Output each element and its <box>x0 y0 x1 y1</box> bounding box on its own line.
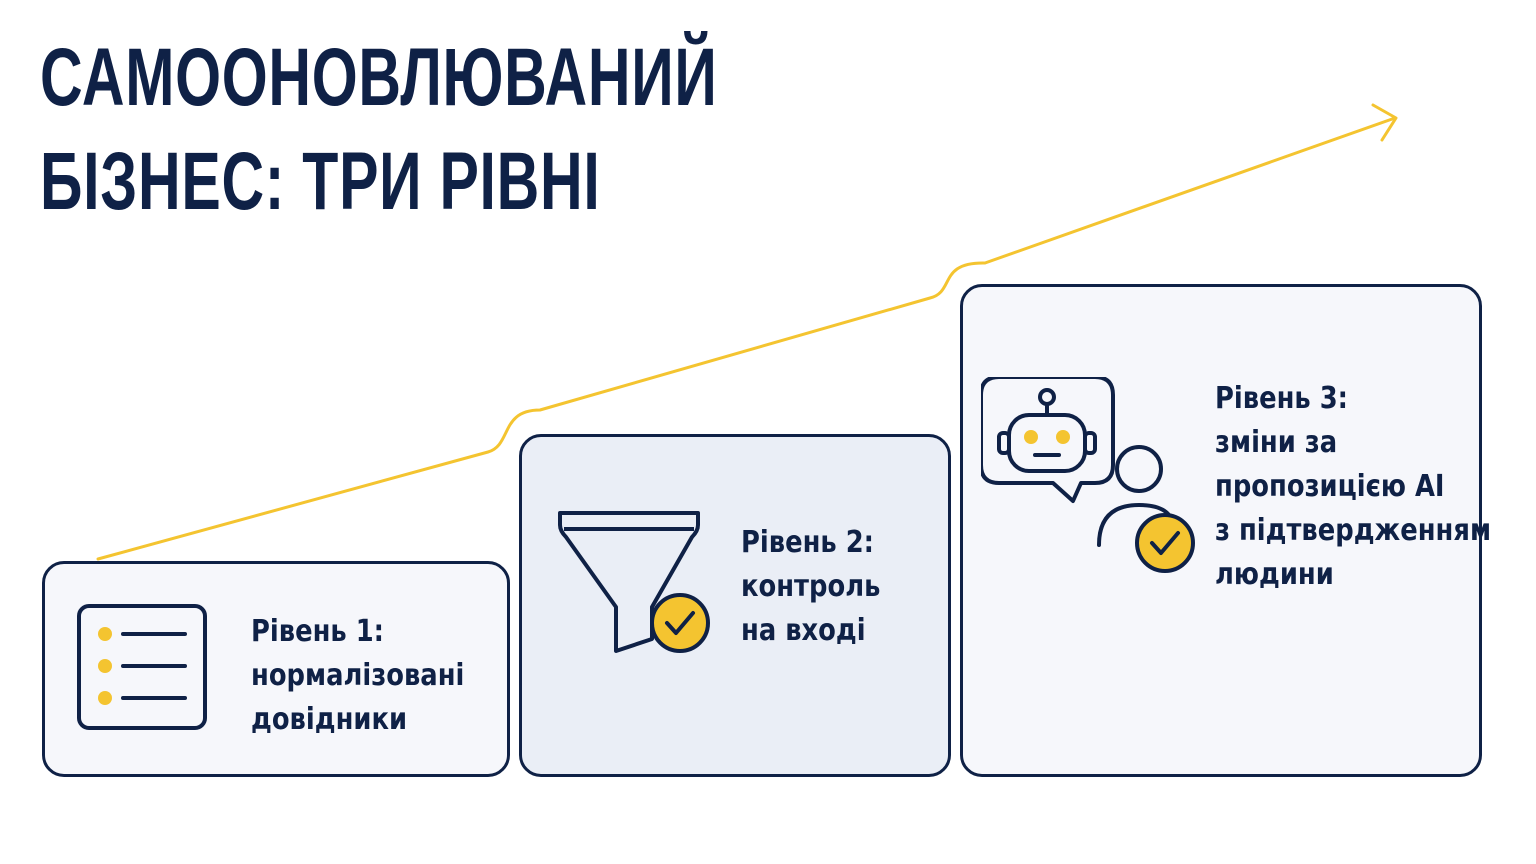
level-1-label: Рівень 1: нормалізовані довідники <box>251 610 464 742</box>
ai-human-approval-icon <box>981 377 1195 573</box>
level-1-card: Рівень 1: нормалізовані довідники <box>42 561 510 777</box>
level-1-line-2: нормалізовані <box>251 658 465 693</box>
funnel-check-icon <box>558 511 710 653</box>
level-2-line-3: на вході <box>741 613 866 648</box>
list-icon <box>77 604 207 730</box>
level-2-line-2: контроль <box>741 569 881 604</box>
level-3-line-1: Рівень 3: <box>1215 381 1348 416</box>
title-line-1: Самооновлюваний <box>40 32 718 123</box>
title-line-2: бізнес: три рівні <box>40 136 601 227</box>
level-1-line-1: Рівень 1: <box>251 614 384 649</box>
level-3-label: Рівень 3: зміни за пропозицією AI з підт… <box>1215 377 1491 597</box>
level-3-line-4: з підтвердженням <box>1215 513 1492 548</box>
level-3-card: Рівень 3: зміни за пропозицією AI з підт… <box>960 284 1491 777</box>
level-1-line-3: довідники <box>251 702 408 737</box>
page-title: Самооновлюваний бізнес: три рівні <box>40 26 718 234</box>
level-2-label: Рівень 2: контроль на вході <box>741 521 880 653</box>
level-3-line-5: людини <box>1215 557 1334 592</box>
level-2-line-1: Рівень 2: <box>741 525 874 560</box>
level-2-card: Рівень 2: контроль на вході <box>519 434 951 777</box>
level-3-line-3: пропозицією AI <box>1215 469 1445 504</box>
level-3-line-2: зміни за <box>1215 425 1338 460</box>
